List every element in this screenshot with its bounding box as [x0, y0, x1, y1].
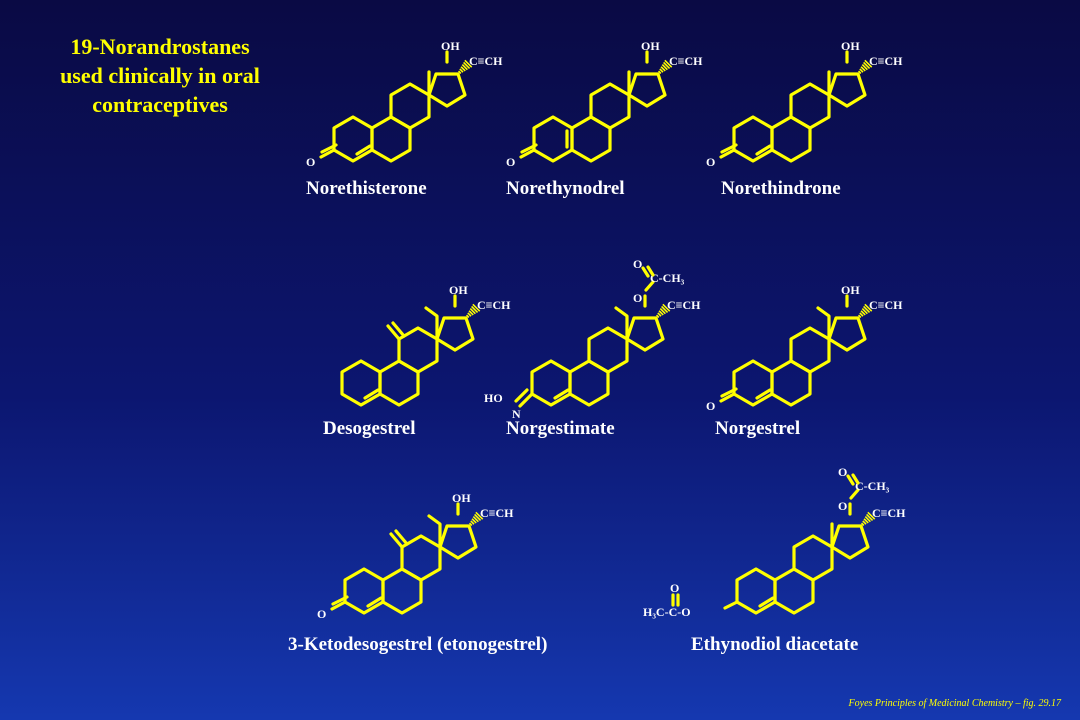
ethynodiol-diacetate-structure: H₃C-C-O O O C-CH₃ O C≡CH [643, 465, 906, 619]
c3-keto-bond [719, 148, 736, 159]
c3-keto-bond [519, 148, 536, 159]
name-norgestrel: Norgestrel [715, 418, 801, 439]
name-ethynodiol-diacetate: Ethynodiol diacetate [691, 634, 859, 655]
c17-acetyl-carbonyl-o: O [838, 465, 847, 479]
c17-ethynyl-label: C≡CH [869, 54, 903, 68]
c17-ethynyl-label: C≡CH [669, 54, 703, 68]
c17-ethynyl-label: C≡CH [477, 298, 511, 312]
oxime-ho-label: HO [484, 391, 503, 405]
figure-citation: Foyes Principles of Medicinal Chemistry … [848, 698, 1061, 709]
c3-keto-bond [319, 148, 336, 159]
c17-oh-label: OH [441, 39, 460, 53]
c17-oh-label: OH [841, 283, 860, 297]
c4-c5-double-bond [366, 596, 383, 608]
name-norethisterone: Norethisterone [306, 178, 427, 199]
title-line-3: contraceptives [92, 92, 228, 117]
c17-oh-label: OH [841, 39, 860, 53]
ketodesogestrel-structure: O OH C≡CH [317, 491, 514, 621]
c3-oxygen-label: O [306, 155, 315, 169]
c17-oh-label: OH [452, 491, 471, 505]
name-norgestimate: Norgestimate [506, 418, 615, 439]
c17-oh-label: OH [641, 39, 660, 53]
c3-acetate-bond [723, 600, 739, 610]
desogestrel-structure: OH C≡CH [340, 283, 511, 407]
c4-c5-double-bond [363, 388, 380, 400]
c17-acetyl-carbonyl-o: O [633, 257, 642, 271]
c4-c5-double-bond [553, 388, 570, 400]
c17-ester-o-label: O [838, 499, 847, 513]
c4-c5-double-bond [355, 144, 372, 156]
c3-keto-bond [330, 600, 347, 611]
c3-oxygen-label: O [317, 607, 326, 621]
oxime-n-label: N [512, 407, 521, 421]
c11-methylene [386, 324, 401, 341]
c17-acetyl-label: C-CH₃ [855, 479, 890, 493]
c4-c5-double-bond [755, 388, 772, 400]
c17-ester-o-label: O [633, 291, 642, 305]
norethisterone-structure: O OH C≡CH [306, 39, 503, 169]
c3-acetate-carbonyl-o: O [670, 581, 679, 595]
c17-oh-label: OH [449, 283, 468, 297]
slide-title: 19-Norandrostanes used clinically in ora… [20, 32, 300, 119]
c3-oxygen-label: O [706, 155, 715, 169]
c17-ethynyl-label: C≡CH [480, 506, 514, 520]
norgestrel-structure: O OH C≡CH [706, 283, 903, 413]
c17-ethynyl-label: C≡CH [869, 298, 903, 312]
c3-oxygen-label: O [506, 155, 515, 169]
c3-oxime-bond [518, 392, 534, 408]
norethynodrel-structure: O OH C≡CH [506, 39, 703, 169]
name-desogestrel: Desogestrel [323, 418, 416, 439]
c11-methylene [389, 532, 404, 549]
c4-c5-double-bond [758, 596, 775, 608]
c3-keto-bond [719, 392, 736, 403]
name-ketodesogestrel: 3-Ketodesogestrel (etonogestrel) [288, 634, 548, 655]
title-line-1: 19-Norandrostanes [70, 34, 250, 59]
c17-ethynyl-label: C≡CH [469, 54, 503, 68]
c17-ethynyl-label: C≡CH [872, 506, 906, 520]
c17-acetyl-label: C-CH₃ [650, 271, 685, 285]
norethindrone-structure: O OH C≡CH [706, 39, 903, 169]
title-line-2: used clinically in oral [60, 63, 260, 88]
name-norethindrone: Norethindrone [721, 178, 841, 199]
name-norethynodrel: Norethynodrel [506, 178, 625, 199]
c3-oxygen-label: O [706, 399, 715, 413]
c3-acetate-label: H₃C-C-O [643, 605, 691, 619]
c4-c5-double-bond [755, 144, 772, 156]
norgestimate-structure: N HO O C-CH₃ O C≡CH [484, 257, 701, 421]
c17-ethynyl-label: C≡CH [667, 298, 701, 312]
